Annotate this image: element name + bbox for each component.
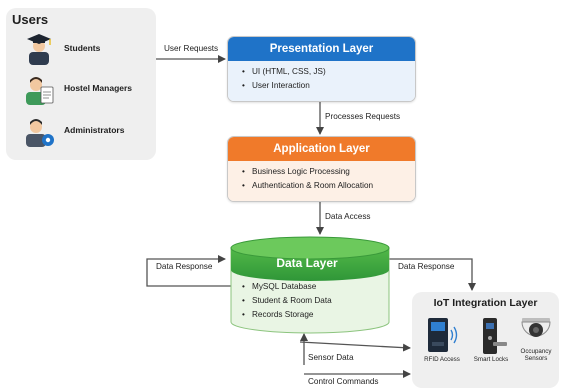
flow-label-data-access: Data Access <box>325 212 371 221</box>
user-label-hostel-managers: Hostel Managers <box>64 83 133 93</box>
presentation-layer-title: Presentation Layer <box>228 37 415 61</box>
user-hostel-managers: Hostel Managers <box>22 72 133 105</box>
device-label-smart-locks: Smart Locks <box>473 356 509 363</box>
presentation-layer: Presentation Layer UI (HTML, CSS, JS) Us… <box>227 36 416 102</box>
smart-lock-icon <box>483 318 507 354</box>
device-label-occupancy-sensors: Occupancy Sensors <box>520 348 552 362</box>
application-item: Authentication & Room Allocation <box>242 179 415 193</box>
user-students: Students <box>22 32 101 65</box>
iot-device-rfid: RFID Access <box>418 316 466 363</box>
iot-integration-title: IoT Integration Layer <box>433 297 538 309</box>
flow-label-sensor-data: Sensor Data <box>308 353 354 362</box>
user-administrators: Administrators <box>22 114 125 147</box>
user-label-administrators: Administrators <box>64 125 125 135</box>
flow-label-data-response-right: Data Response <box>398 262 455 271</box>
rfid-reader-icon <box>428 318 458 352</box>
arrow-sensor-data <box>299 341 411 352</box>
data-layer-items: MySQL Database Student & Room Data Recor… <box>242 280 332 322</box>
application-layer: Application Layer Business Logic Process… <box>227 136 416 202</box>
flow-label-data-response-left: Data Response <box>156 262 213 271</box>
application-item: Business Logic Processing <box>242 165 415 179</box>
occupancy-sensor-icon <box>521 318 551 337</box>
users-title: Users <box>12 12 49 27</box>
data-layer-item: Student & Room Data <box>242 294 332 308</box>
data-layer-title: Data Layer <box>276 256 338 270</box>
flow-label-user-requests: User Requests <box>164 44 219 53</box>
student-icon <box>27 34 51 65</box>
hostel-manager-icon <box>26 77 54 105</box>
flow-label-control-commands: Control Commands <box>308 377 379 386</box>
data-layer-item: Records Storage <box>242 308 332 322</box>
administrator-icon <box>26 119 54 147</box>
data-layer-item: MySQL Database <box>242 280 332 294</box>
application-layer-title: Application Layer <box>228 137 415 161</box>
presentation-item: User Interaction <box>242 79 415 93</box>
arrow-data-response-right <box>389 258 476 291</box>
device-label-rfid: RFID Access <box>424 356 460 363</box>
iot-device-occupancy-sensor: Occupancy Sensors <box>514 316 558 362</box>
arrow-data-response-left <box>146 255 231 287</box>
user-label-students: Students <box>64 43 101 53</box>
iot-device-smart-lock: Smart Locks <box>470 316 512 363</box>
flow-label-processes-requests: Processes Requests <box>325 112 401 121</box>
presentation-item: UI (HTML, CSS, JS) <box>242 65 415 79</box>
